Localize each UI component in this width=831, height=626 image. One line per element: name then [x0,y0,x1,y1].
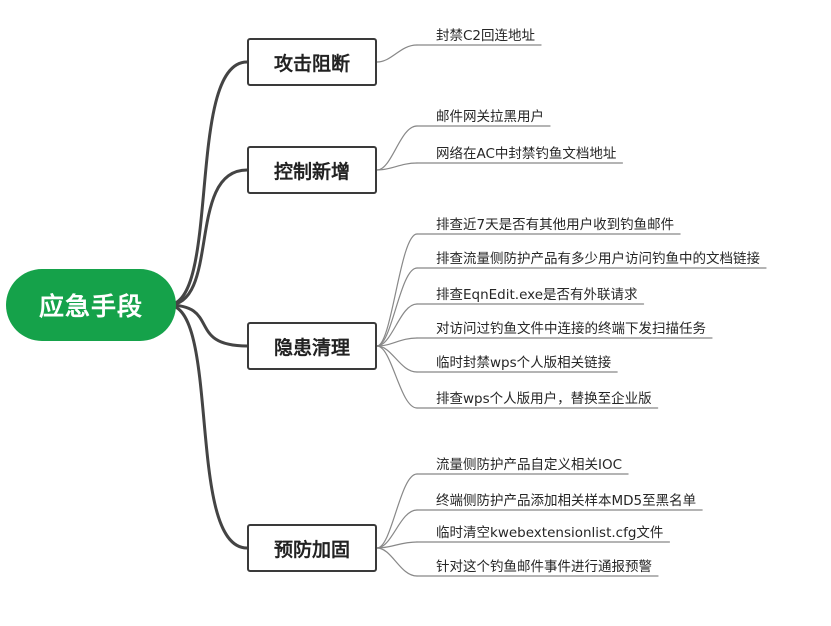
root-node: 应急手段 [6,269,176,341]
leaf-item: 流量侧防护产品自定义相关IOC [436,457,623,473]
branch-connector [376,509,418,549]
leaf-item: 网络在AC中封禁钓鱼文档地址 [436,146,617,162]
leaf-item: 排查近7天是否有其他用户收到钓鱼邮件 [436,217,675,233]
root-connector [166,60,249,307]
branch-node-control-new: 控制新增 [247,146,377,194]
branch-connector [376,125,418,171]
leaf-item: 临时封禁wps个人版相关链接 [436,355,612,371]
leaf-item: 终端侧防护产品添加相关样本MD5至黑名单 [436,493,697,509]
branch-node-attack-block: 攻击阻断 [247,38,377,86]
branch-connector [376,44,418,63]
branch-connector [376,547,418,577]
root-connector [166,303,249,550]
leaf-item: 邮件网关拉黑用户 [436,109,544,125]
branch-connector [376,473,418,549]
branch-connector [376,233,418,347]
branch-node-hazard-cleanup: 隐患清理 [247,322,377,370]
leaf-item: 排查wps个人版用户，替换至企业版 [436,391,652,407]
branch-connector [376,303,418,347]
branch-node-prevention: 预防加固 [247,524,377,572]
root-connector [166,168,249,307]
leaf-item: 排查EqnEdit.exe是否有外联请求 [436,287,638,303]
leaf-item: 针对这个钓鱼邮件事件进行通报预警 [436,559,652,575]
branch-connector [376,337,418,347]
branch-connector [376,267,418,347]
branch-connector [376,541,418,549]
leaf-item: 对访问过钓鱼文件中连接的终端下发扫描任务 [436,321,706,337]
root-connector [166,303,249,348]
branch-connector [376,345,418,409]
branch-connector [376,162,418,171]
leaf-item: 排查流量侧防护产品有多少用户访问钓鱼中的文档链接 [436,251,760,267]
leaf-item: 封禁C2回连地址 [436,28,536,44]
leaf-item: 临时清空kwebextensionlist.cfg文件 [436,525,664,541]
